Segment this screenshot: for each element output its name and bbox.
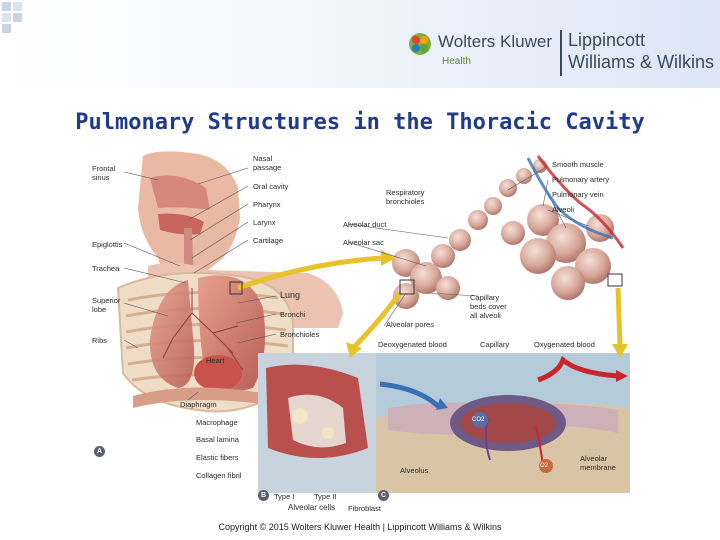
- label-superior-lobe: Superior lobe: [92, 296, 121, 314]
- label-macrophage: Macrophage: [196, 418, 238, 427]
- label-heart: Heart: [206, 356, 225, 365]
- label-trachea: Trachea: [92, 264, 120, 273]
- label-ribs: Ribs: [92, 336, 108, 345]
- label-basal-lamina: Basal lamina: [196, 435, 239, 444]
- label-pulmonary-vein: Pulmonary vein: [552, 190, 604, 199]
- alveoli-cluster: [392, 159, 614, 309]
- label-alveolar-sac: Alveolar sac: [343, 238, 384, 247]
- label-oral-cavity: Oral cavity: [253, 182, 289, 191]
- label-oxygenated-blood: Oxygenated blood: [534, 340, 595, 349]
- wolters-kluwer-health: Health: [442, 56, 471, 67]
- label-type-ii: Type II: [314, 492, 337, 501]
- label-nasal-passage: Nasal passage: [253, 154, 282, 172]
- label-alveolar-membrane: Alveolar membrane: [580, 454, 616, 472]
- lippincott-name: Lippincott: [568, 30, 646, 50]
- panel-letter-b: B: [258, 490, 269, 501]
- bronchial-tree: [162, 288, 244, 371]
- williams-wilkins-name: Williams & Wilkins: [568, 52, 714, 72]
- label-alveolus: Alveolus: [400, 466, 429, 475]
- right-lung: [149, 280, 195, 388]
- heart-shape: [194, 355, 242, 391]
- label-fibroblast: Fibroblast: [348, 504, 381, 513]
- oral-cavity: [158, 213, 204, 235]
- copyright-footer: Copyright © 2015 Wolters Kluwer Health |…: [218, 522, 502, 532]
- panel-letter-c: C: [378, 490, 389, 501]
- slide-title: Pulmonary Structures in the Thoracic Cav…: [75, 110, 645, 135]
- panel-letter-a: A: [94, 446, 105, 457]
- label-diaphragm: Diaphragm: [180, 400, 217, 409]
- publisher-logo: Wolters Kluwer Health Lippincott William…: [408, 28, 718, 78]
- wolters-kluwer-logo-icon: [409, 33, 431, 55]
- label-smooth-muscle: Smooth muscle: [552, 160, 604, 169]
- label-cartilage: Cartilage: [253, 236, 284, 245]
- label-alveolar-cells: Alveolar cells: [288, 503, 336, 512]
- header-banner: Wolters Kluwer Health Lippincott William…: [0, 0, 720, 88]
- label-pharynx: Pharynx: [253, 200, 281, 209]
- label-pulmonary-artery: Pulmonary artery: [552, 175, 610, 184]
- deoxy-arrow: [379, 381, 440, 408]
- label-co2: CO2: [472, 417, 485, 423]
- oxy-arrow: [537, 355, 619, 383]
- label-capillary: Capillary: [480, 340, 510, 349]
- label-collagen-fibril: Collagen fibril: [196, 471, 242, 480]
- label-alveolar-pores: Alveolar pores: [386, 320, 434, 329]
- wolters-kluwer-name: Wolters Kluwer: [438, 32, 552, 51]
- decorative-squares: [2, 2, 32, 42]
- label-respiratory-bronchioles: Respiratory bronchioles: [386, 188, 425, 206]
- label-larynx: Larynx: [253, 218, 276, 227]
- zoom-arrow-lung: [237, 255, 384, 291]
- label-epiglottis: Epiglottis: [92, 240, 123, 249]
- label-o2: O2: [540, 463, 549, 469]
- pulmonary-illustration: [116, 151, 630, 493]
- logo-divider: [560, 30, 562, 76]
- diaphragm-shape: [133, 387, 288, 408]
- label-capillary-beds: Capillary beds cover all alveoli: [470, 293, 507, 320]
- nasal-cavity: [150, 175, 210, 210]
- label-bronchi: Bronchi: [280, 310, 306, 319]
- label-elastic-fibers: Elastic fibers: [196, 453, 239, 462]
- zoom-arrow-panel-b: [351, 291, 403, 350]
- label-bronchioles: Bronchioles: [280, 330, 320, 339]
- label-frontal-sinus: Frontal sinus: [92, 164, 116, 182]
- label-deoxygenated-blood: Deoxygenated blood: [378, 340, 447, 349]
- leader-lines: [123, 165, 589, 401]
- label-alveolar-duct: Alveolar duct: [343, 220, 387, 229]
- zoom-arrow-panel-c: [615, 287, 623, 347]
- pulmonary-figure: Frontal sinus Nasal passage Oral cavity …: [88, 148, 636, 513]
- label-lung: Lung: [280, 290, 301, 300]
- label-type-i: Type I: [274, 492, 295, 501]
- label-alveoli: Alveoli: [552, 205, 575, 214]
